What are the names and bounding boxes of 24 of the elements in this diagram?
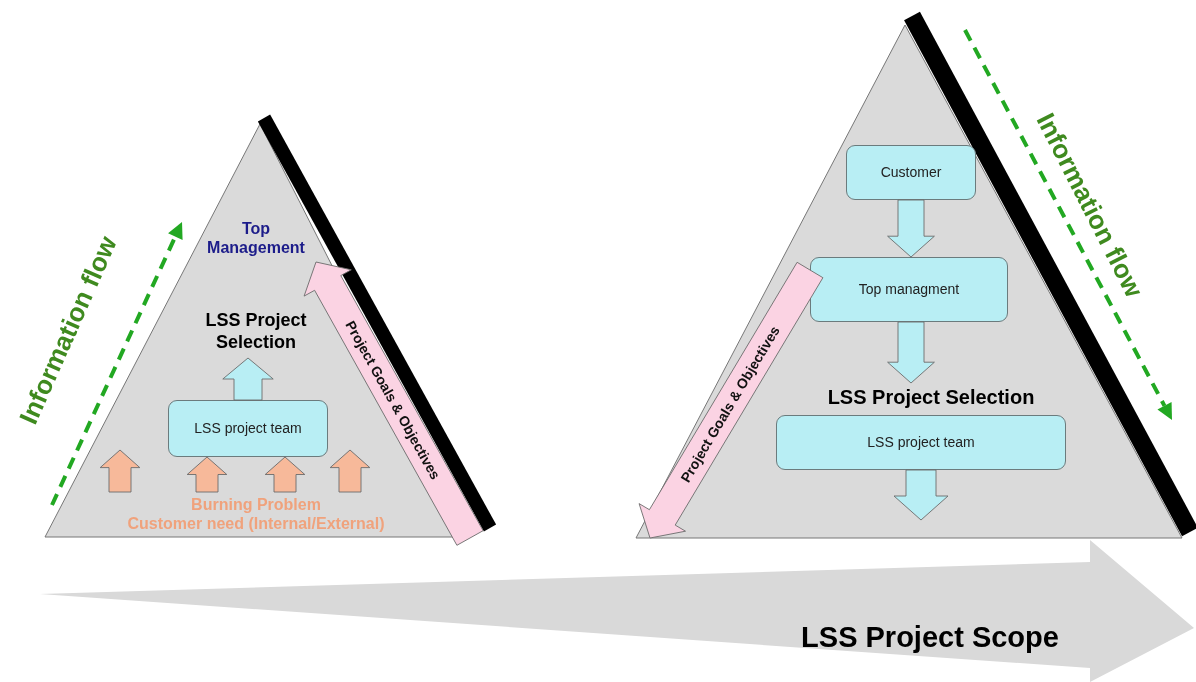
process-box (810, 257, 1008, 322)
block-arrow (99, 449, 141, 493)
block-arrow (893, 469, 949, 521)
block-arrow (264, 456, 306, 493)
box-text: LSS project team (867, 434, 975, 451)
block-arrow (887, 321, 935, 384)
level-label: Top Management (206, 218, 306, 258)
level-label: Burning Problem (191, 494, 321, 514)
process-box (846, 145, 976, 200)
process-box (776, 415, 1066, 470)
box-text: Top managment (858, 281, 960, 298)
box-text: Customer (880, 164, 942, 181)
level-label: LSS Project Selection (204, 310, 308, 354)
block-arrow (222, 357, 274, 401)
block-arrow (303, 261, 484, 546)
block-arrow (186, 456, 228, 493)
box-text: LSS project team (194, 420, 302, 437)
block-arrow (887, 199, 935, 258)
block-arrow (638, 261, 824, 539)
level-label: Customer need (Internal/External) (127, 514, 385, 534)
block-arrow (329, 449, 371, 493)
process-box (168, 400, 328, 457)
scope-label: LSS Project Scope (801, 622, 1059, 652)
level-label: LSS Project Selection (827, 385, 1035, 409)
